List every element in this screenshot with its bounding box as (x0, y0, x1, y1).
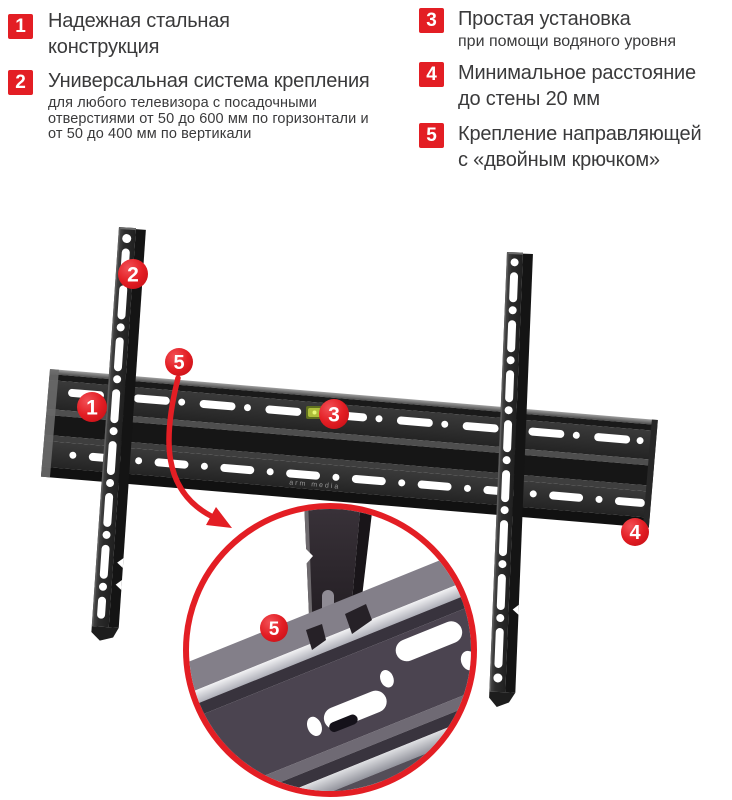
feature-3-description: при помощи водяного уровня (458, 33, 676, 51)
feature-2-desc-line3: от 50 до 400 мм по вертикали (48, 126, 252, 142)
svg-text:5: 5 (269, 619, 280, 640)
detail-arrow (166, 375, 232, 528)
feature-3-title-line1: Простая установка (458, 8, 631, 30)
feature-2-number-badge: 2 (8, 70, 33, 95)
feature-3-number: 3 (426, 9, 437, 31)
feature-5-title-line1: Крепление направляющей (458, 123, 702, 145)
feature-3-number-badge: 3 (419, 8, 444, 33)
callout-5-detail: 5 (260, 614, 288, 642)
detail-circle: 5 (183, 503, 477, 797)
feature-4-number: 4 (426, 63, 437, 85)
feature-2-description: для любого телевизора с посадочными отве… (48, 95, 369, 143)
feature-2-number: 2 (15, 71, 26, 93)
feature-1-title: Надежная стальная конструкция (48, 8, 230, 60)
bubble-level (306, 406, 323, 419)
vertical-bracket-right (489, 251, 533, 707)
brand-text: arm media (289, 479, 340, 490)
feature-1-title-line2: конструкция (48, 36, 160, 58)
callout-5: 5 (165, 348, 193, 376)
feature-3-desc-line1: при помощи водяного уровня (458, 33, 676, 50)
callout-2: 2 (118, 259, 148, 289)
vertical-bracket-left (91, 226, 146, 641)
arrowhead-icon (206, 507, 232, 528)
feature-4-number-badge: 4 (419, 62, 444, 87)
left-bracket-hook-end (91, 626, 119, 641)
callout-1: 1 (77, 392, 107, 422)
rail-right-end-face (642, 419, 658, 528)
svg-text:4: 4 (629, 522, 641, 544)
feature-3-title: Простая установка (458, 6, 631, 32)
wall-rail: arm media (40, 369, 658, 528)
feature-2-desc-line1: для любого телевизора с посадочными (48, 95, 317, 111)
tv-wall-mount-illustration: arm media (40, 226, 658, 797)
feature-2-title: Универсальная система крепления (48, 68, 370, 94)
right-bracket-hook-end (489, 691, 516, 707)
right-bracket-notch (512, 604, 519, 615)
feature-1-number-badge: 1 (8, 14, 33, 39)
double-hook (306, 604, 372, 650)
feature-5-title-line2: с «двойным крючком» (458, 149, 660, 171)
feature-5-number-badge: 5 (419, 123, 444, 148)
svg-text:5: 5 (173, 352, 184, 374)
right-bracket-holes (493, 258, 519, 683)
feature-2-desc-line2: отверстиями от 50 до 600 мм по горизонта… (48, 110, 369, 127)
feature-4-title-line2: до стены 20 мм (458, 88, 600, 110)
feature-1-number: 1 (15, 15, 26, 37)
feature-2-title-line1: Универсальная система крепления (48, 70, 370, 92)
svg-text:2: 2 (127, 264, 139, 287)
feature-4-title: Минимальное расстояние до стены 20 мм (458, 60, 696, 112)
feature-5-number: 5 (426, 124, 437, 146)
feature-1-title-line1: Надежная стальная (48, 10, 230, 32)
feature-4-title-line1: Минимальное расстояние (458, 62, 696, 84)
callout-4: 4 (621, 518, 649, 546)
svg-text:1: 1 (86, 397, 98, 420)
svg-text:3: 3 (328, 404, 340, 427)
rail-left-end-face (40, 369, 59, 478)
left-bracket-notch (117, 558, 124, 569)
callout-3: 3 (319, 399, 349, 429)
feature-5-title: Крепление направляющей с «двойным крючко… (458, 121, 702, 173)
